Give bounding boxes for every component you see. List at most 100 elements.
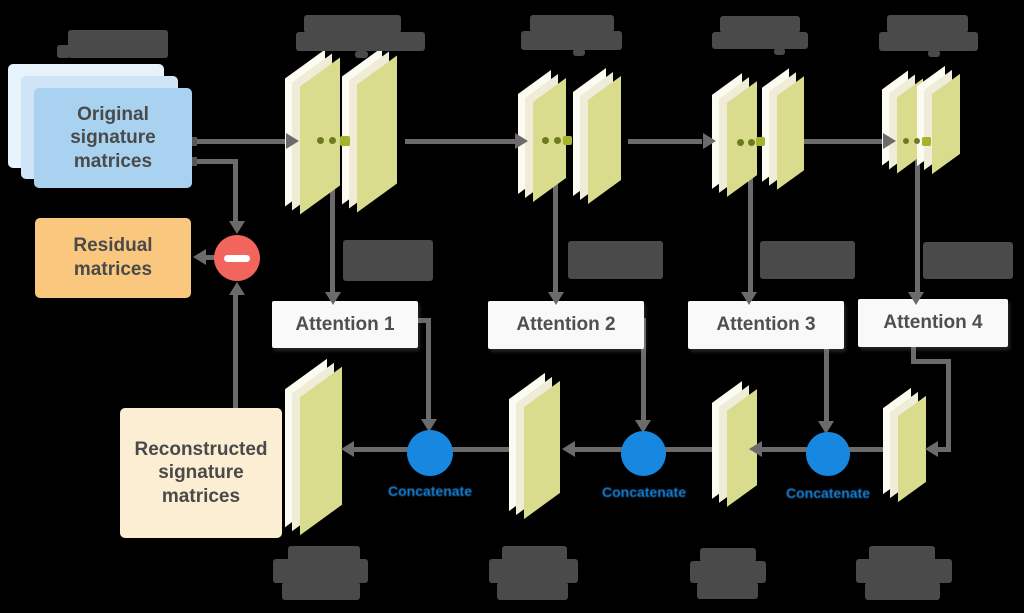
attention-4-label: Attention 4 <box>883 312 983 333</box>
arrowhead-7 <box>229 282 245 295</box>
attention-3-label: Attention 3 <box>716 314 816 335</box>
feature-map-decoder-1-panel <box>285 358 342 536</box>
connector-line-6 <box>233 161 238 224</box>
channel-dot-3 <box>542 137 549 144</box>
channel-node-3 <box>756 137 765 146</box>
masked-label-part-26 <box>865 582 940 600</box>
masked-chip-recurrent-unit-1 <box>343 240 433 281</box>
masked-label-part-4 <box>530 15 614 32</box>
connector-line-10 <box>553 150 558 293</box>
connector-line-13 <box>416 318 430 323</box>
feature-map-encoder-1-panel-b <box>342 47 397 213</box>
residual-matrices-box: Residual matrices <box>35 218 191 298</box>
feature-map-encoder-2-panel-a <box>518 70 566 202</box>
masked-label-part-25 <box>856 559 952 583</box>
connector-line-27 <box>848 447 898 452</box>
arrowhead-12 <box>421 419 437 432</box>
connector-line-7 <box>233 294 238 410</box>
panel-front-face <box>524 380 560 520</box>
connector-line-11 <box>748 150 753 293</box>
masked-label-part-5 <box>521 31 622 50</box>
masked-label-part-8 <box>712 32 808 49</box>
connector-line-17 <box>824 349 829 423</box>
panel-front-face <box>357 55 397 213</box>
arrowhead-14 <box>818 421 834 434</box>
connector-line-12 <box>915 152 920 293</box>
channel-node-1 <box>340 136 350 146</box>
original-signature-matrices-box: Original signature matrices <box>34 88 192 188</box>
masked-label-part-13 <box>68 30 168 58</box>
arrowhead-6 <box>229 221 245 234</box>
masked-label-part-10 <box>887 15 968 33</box>
masked-label-part-15 <box>288 546 360 561</box>
feature-map-encoder-4-panel-b <box>917 65 960 175</box>
panel-front-face <box>588 76 621 204</box>
minus-icon <box>224 254 250 262</box>
masked-label-part-6 <box>573 49 585 56</box>
reconstructed-signature-matrices-box: Reconstructed signature matrices <box>120 408 282 538</box>
panel-front-face <box>300 57 340 215</box>
channel-dot-4 <box>554 137 561 144</box>
arrowhead-8 <box>325 292 341 305</box>
channel-dot-5 <box>737 139 744 146</box>
feature-map-decoder-2-panel <box>509 372 560 520</box>
panel-front-face <box>777 76 804 190</box>
masked-label-part-7 <box>720 16 800 33</box>
masked-label-part-3 <box>355 51 368 58</box>
arrowhead-1 <box>286 133 299 149</box>
arrowhead-4 <box>883 133 896 149</box>
attention-1-label: Attention 1 <box>295 313 395 335</box>
connector-line-19 <box>911 359 951 364</box>
masked-label-part-18 <box>502 546 567 561</box>
feature-map-decoder-4-panel <box>883 387 926 503</box>
masked-label-part-17 <box>282 582 360 600</box>
masked-label-part-12 <box>928 50 940 57</box>
connector-line-8 <box>205 255 217 260</box>
concatenate-1-circle <box>407 430 453 476</box>
masked-label-part-2 <box>296 32 425 51</box>
masked-chip-recurrent-unit-2 <box>568 241 663 279</box>
masked-label-part-19 <box>489 559 578 583</box>
panel-front-face <box>898 395 926 503</box>
masked-label-part-9 <box>774 48 785 55</box>
connector-line-25 <box>664 447 729 452</box>
arrowhead-9 <box>548 292 564 305</box>
attention-3-box: Attention 3 <box>688 301 844 349</box>
attention-2-box: Attention 2 <box>488 301 644 349</box>
concatenate-3-circle <box>806 432 850 476</box>
arrowhead-16 <box>562 441 575 457</box>
connector-line-5 <box>196 159 238 164</box>
masked-label-part-21 <box>700 548 756 562</box>
concatenate-1-label: Concatenate <box>387 483 473 499</box>
subtract-operator <box>214 235 260 281</box>
masked-label-part-20 <box>497 582 568 600</box>
connector-line-2 <box>405 139 517 144</box>
feature-map-encoder-1-panel-a <box>285 49 340 215</box>
connector-line-22 <box>350 447 408 452</box>
connector-line-4 <box>800 139 884 144</box>
connector-line-16 <box>641 320 646 422</box>
original-signature-matrices-label: Original signature matrices <box>70 103 156 172</box>
channel-dot-2 <box>329 137 336 144</box>
arrowhead-11 <box>908 292 924 305</box>
channel-dot-7 <box>903 138 909 144</box>
masked-label-part-24 <box>869 546 935 561</box>
connector-line-23 <box>452 447 526 452</box>
connector-stub-2 <box>188 157 197 166</box>
arrowhead-5 <box>193 249 206 265</box>
masked-label-part-23 <box>697 582 758 599</box>
arrowhead-3 <box>703 133 716 149</box>
connector-line-20 <box>946 359 951 452</box>
connector-line-21 <box>936 447 948 452</box>
panel-front-face <box>300 366 342 536</box>
attention-1-box: Attention 1 <box>272 301 418 348</box>
concatenate-2-circle <box>621 431 666 476</box>
masked-label-part-11 <box>879 32 978 51</box>
masked-label-part-22 <box>690 561 766 583</box>
channel-dot-1 <box>317 137 324 144</box>
concatenate-2-label: Concatenate <box>601 484 687 500</box>
attention-2-label: Attention 2 <box>516 314 616 335</box>
feature-map-encoder-2-panel-b <box>573 68 621 204</box>
arrowhead-18 <box>925 441 938 457</box>
